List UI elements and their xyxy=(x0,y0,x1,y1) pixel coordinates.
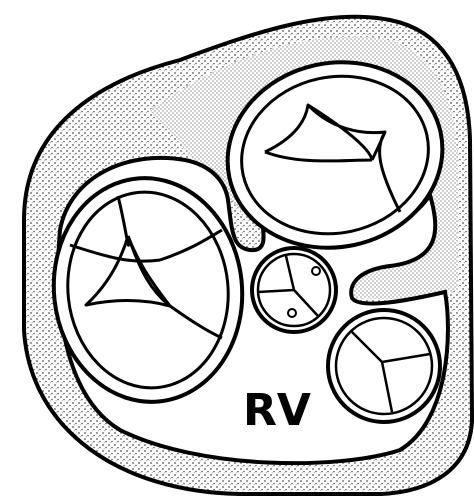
coronary-ostium-upper xyxy=(312,267,320,275)
coronary-ostium-lower xyxy=(288,309,296,317)
ventricle-label: RV xyxy=(243,385,311,436)
